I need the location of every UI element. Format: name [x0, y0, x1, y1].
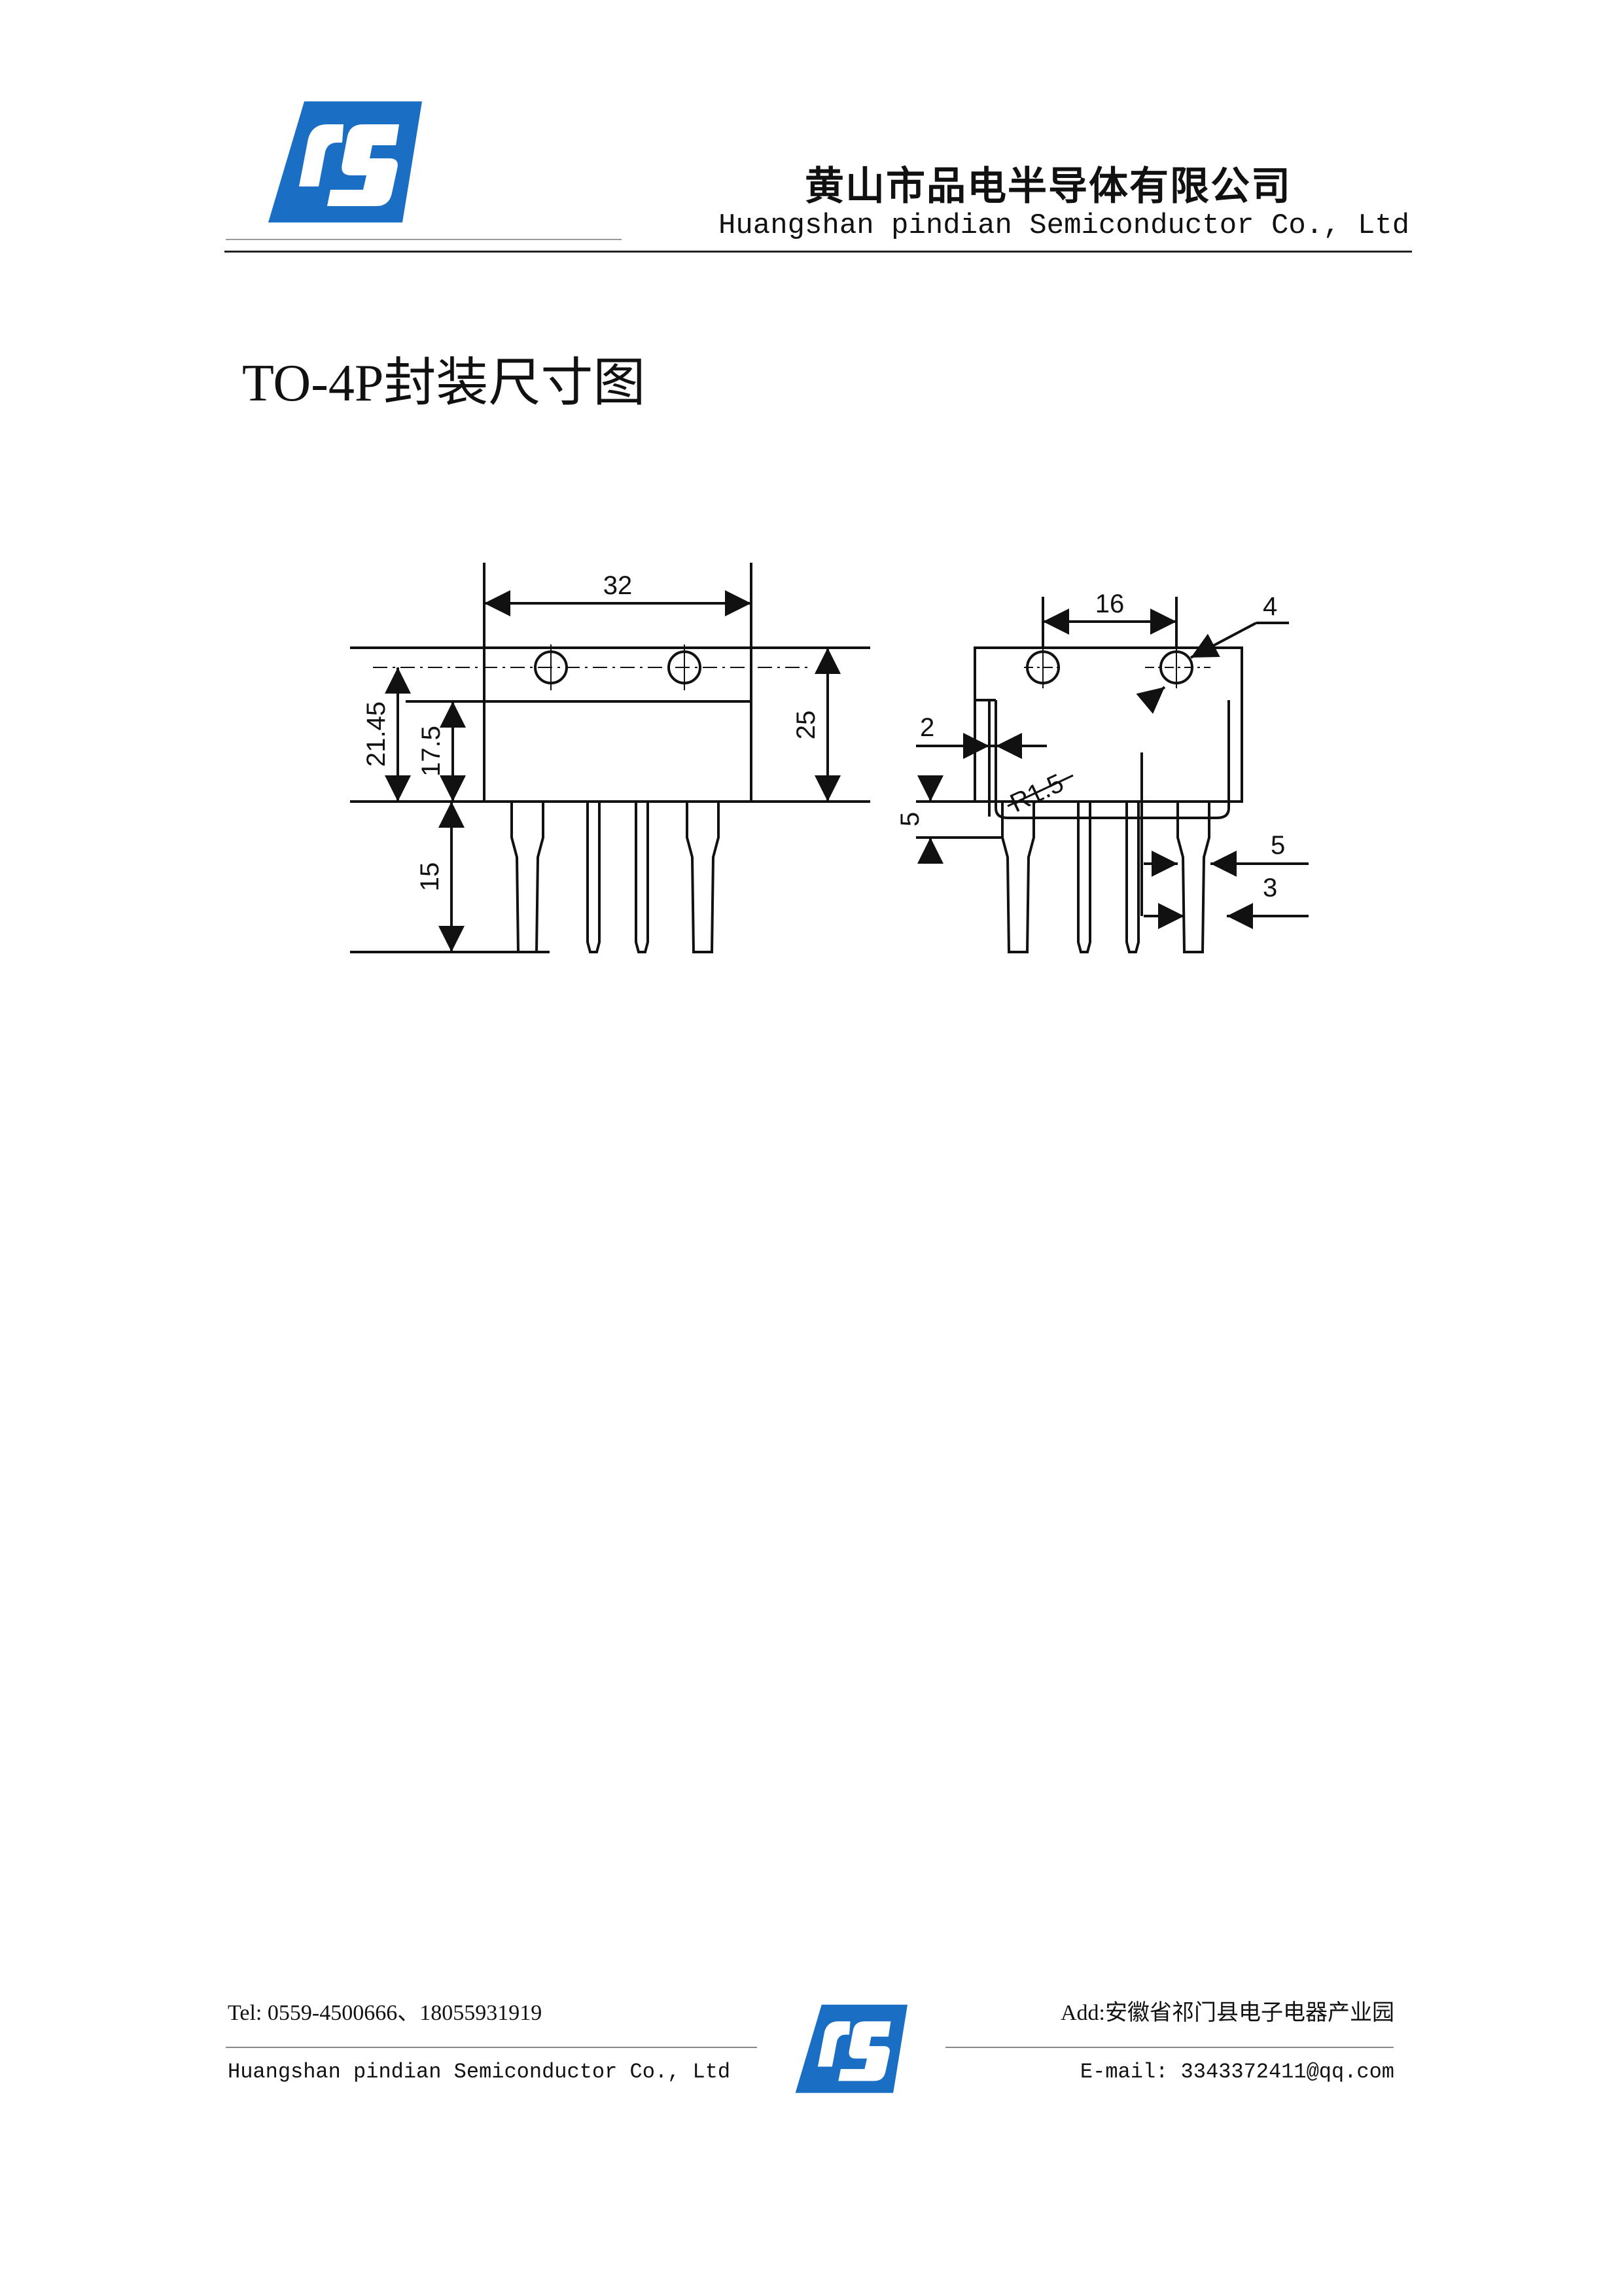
- dim-side-radius: R1.5: [1006, 769, 1068, 819]
- footer-logo: [793, 2002, 908, 2098]
- header-logo-underline: [226, 239, 622, 240]
- page-title: TO-4P封装尺寸图: [242, 355, 646, 412]
- side-view: [916, 597, 1309, 953]
- dim-front-width: 32: [603, 571, 633, 600]
- footer-address: Add:安徽省祁门县电子电器产业园: [1061, 2001, 1394, 2025]
- footer-email: E-mail: 3343372411@qq.com: [1080, 2060, 1394, 2084]
- footer-tel: Tel: 0559-4500666、18055931919: [228, 2001, 542, 2025]
- footer-left-rule: [226, 2047, 757, 2048]
- dim-front-pin-length: 15: [415, 862, 444, 892]
- header-rule: [224, 251, 1412, 253]
- dim-side-hole-dia: 4: [1263, 592, 1277, 621]
- company-name-cn: 黄山市品电半导体有限公司: [805, 164, 1292, 209]
- footer-company-en: Huangshan pindian Semiconductor Co., Ltd: [228, 2060, 731, 2084]
- logo-icon: [795, 2004, 908, 2093]
- header-logo: [265, 98, 422, 229]
- dim-side-standoff: 5: [896, 812, 925, 826]
- package-drawing: 32 21.45 17.5 25 15 16 4 2 R1.5 5 5 3: [350, 563, 1309, 953]
- dim-side-pin-tip: 3: [1263, 874, 1277, 902]
- dim-front-total-height: 25: [792, 711, 820, 740]
- dim-side-hole-spacing: 16: [1095, 590, 1125, 618]
- dim-side-pin-width: 5: [1271, 831, 1285, 860]
- dim-front-body-height: 17.5: [417, 726, 446, 777]
- dim-front-hole-height: 21.45: [362, 701, 391, 767]
- front-view: [350, 563, 870, 953]
- company-name-en: Huangshan pindian Semiconductor Co., Ltd: [718, 209, 1410, 242]
- footer-right-rule: [945, 2047, 1394, 2048]
- logo-icon: [268, 101, 422, 222]
- dim-side-wall: 2: [920, 713, 934, 742]
